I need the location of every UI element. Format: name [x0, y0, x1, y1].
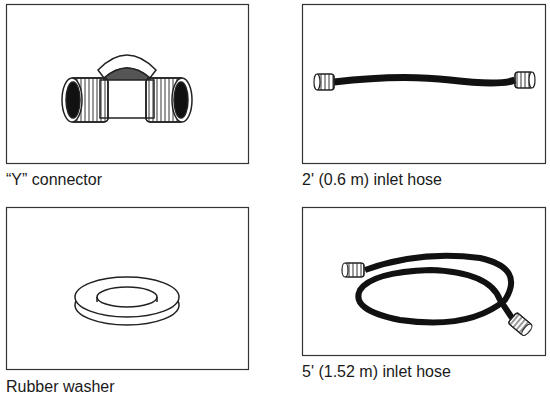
short-inlet-hose — [314, 72, 535, 90]
panel-frame — [303, 208, 546, 356]
panel-frame — [7, 5, 249, 164]
part-caption: Rubber washer — [6, 377, 115, 396]
part-caption: 5' (1.52 m) inlet hose — [302, 362, 451, 381]
panel-frame — [7, 208, 249, 370]
part-caption: “Y” connector — [6, 170, 102, 189]
rubber-washer — [75, 277, 179, 325]
part-caption: 2' (0.6 m) inlet hose — [302, 170, 442, 189]
panel-frame — [303, 5, 546, 164]
long-inlet-hose — [342, 256, 534, 337]
y-connector — [62, 55, 192, 122]
